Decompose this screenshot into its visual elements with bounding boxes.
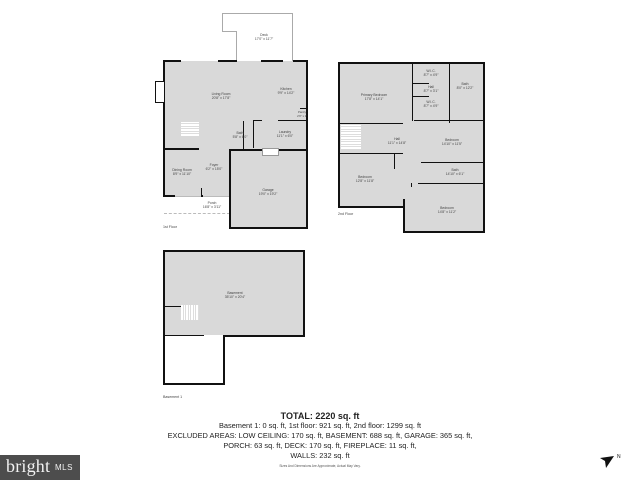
wall xyxy=(163,148,199,150)
wall xyxy=(338,62,485,64)
wall xyxy=(261,60,283,62)
wall xyxy=(163,383,225,385)
porch xyxy=(164,196,230,214)
deck-edge xyxy=(236,31,237,61)
wall xyxy=(414,120,484,121)
wall xyxy=(278,120,307,121)
floor-label-2nd: 2nd Floor xyxy=(338,212,354,216)
deck-outline xyxy=(222,13,293,14)
bright-mls-logo: bright MLS xyxy=(0,455,80,480)
wall xyxy=(338,206,404,208)
stairs-2nd xyxy=(341,124,361,149)
wall xyxy=(412,63,413,121)
wall xyxy=(163,195,175,197)
room-basement xyxy=(164,251,304,335)
wall xyxy=(223,335,225,385)
stairs-basement xyxy=(181,305,199,320)
room-garage xyxy=(230,150,307,228)
north-arrow-icon: N xyxy=(598,452,628,477)
logo-sub: MLS xyxy=(55,463,73,472)
room-2nd-lower xyxy=(404,185,484,232)
excluded-areas-1: EXCLUDED AREAS: LOW CEILING: 170 sq. ft,… xyxy=(167,431,473,440)
floor-areas: Basement 1: 0 sq. ft, 1st floor: 921 sq.… xyxy=(218,421,422,430)
room-living xyxy=(164,61,307,123)
wall xyxy=(413,96,429,97)
garage-steps xyxy=(262,148,279,156)
wall xyxy=(303,250,305,337)
wall xyxy=(163,250,305,252)
deck-edge xyxy=(222,13,223,31)
wall xyxy=(394,153,395,169)
deck-edge xyxy=(292,13,293,61)
wall xyxy=(229,227,308,229)
wall xyxy=(163,60,165,197)
wall xyxy=(338,62,340,208)
room-label-wic-2: W.I.C.8'7" x 4'9" xyxy=(423,100,439,108)
wall xyxy=(411,183,412,187)
wall xyxy=(230,149,263,151)
room-bath-laundry xyxy=(230,123,307,150)
wall xyxy=(164,335,204,336)
wall xyxy=(483,62,485,233)
floor-label-1st: 1st Floor xyxy=(163,225,177,229)
total-area: TOTAL: 2220 sq. ft xyxy=(280,411,360,421)
wall xyxy=(229,149,231,229)
wall xyxy=(339,153,403,154)
wall xyxy=(201,188,202,196)
wall xyxy=(413,83,429,84)
svg-text:N: N xyxy=(617,454,621,460)
deck-edge xyxy=(222,31,237,32)
wall xyxy=(201,195,203,197)
stairs-1st xyxy=(181,122,199,136)
floor-label-basement: Basement 1 xyxy=(163,395,183,399)
wall xyxy=(163,60,181,62)
wall xyxy=(218,60,237,62)
wall xyxy=(449,63,450,123)
wall xyxy=(403,231,485,233)
wall xyxy=(223,335,305,337)
wall xyxy=(293,60,308,62)
room-label-wic-1: W.I.C.8'7" x 4'9" xyxy=(423,69,439,77)
wall xyxy=(253,120,262,121)
wall xyxy=(164,306,181,307)
wall xyxy=(421,162,484,163)
walls-area: WALLS: 232 sq. ft xyxy=(290,451,350,460)
room-2nd-main xyxy=(339,63,484,206)
excluded-areas-2: PORCH: 63 sq. ft, DECK: 170 sq. ft, FIRE… xyxy=(223,441,417,450)
fireplace xyxy=(155,81,165,103)
wall xyxy=(279,149,307,151)
wall xyxy=(253,120,254,148)
wall xyxy=(338,123,403,124)
wall xyxy=(300,108,307,109)
wall xyxy=(306,60,308,229)
wall xyxy=(418,183,484,184)
wall xyxy=(243,121,244,149)
disclaimer: Sizes And Dimensions Are Approximate, Ac… xyxy=(279,464,361,468)
logo-main: bright xyxy=(6,456,51,476)
wall xyxy=(403,199,405,233)
wall xyxy=(163,250,165,385)
